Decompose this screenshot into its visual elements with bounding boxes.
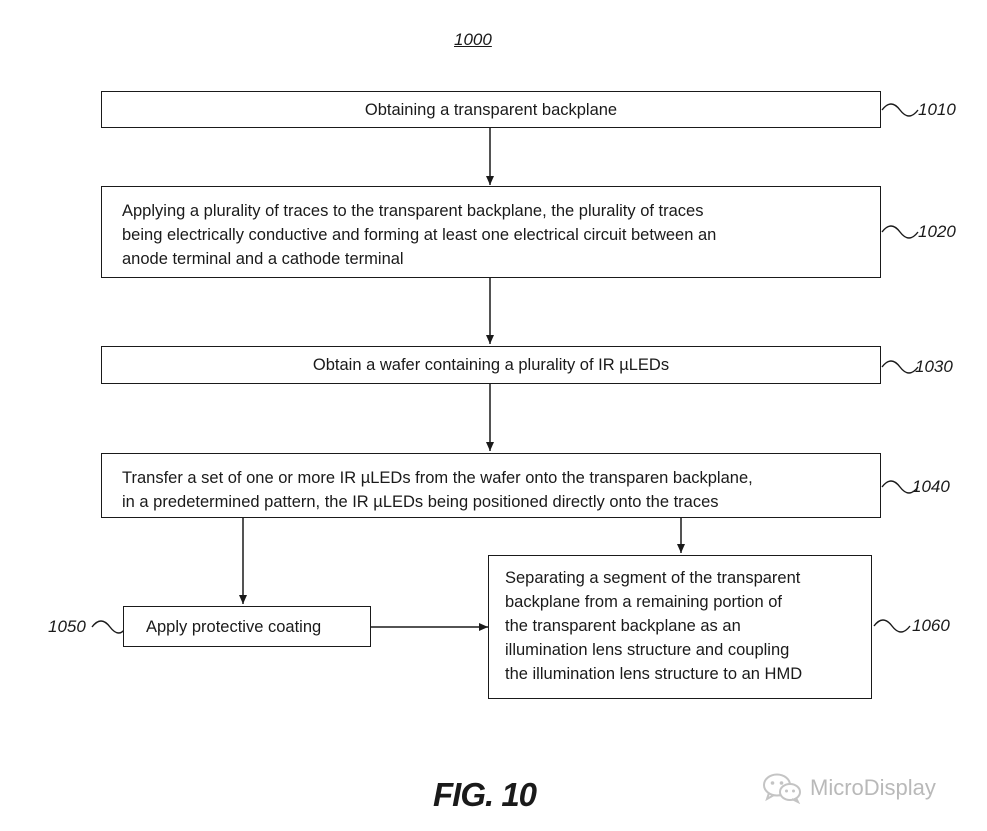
step-1030-text: Obtain a wafer containing a plurality of… xyxy=(312,356,670,374)
ref-leader-1030 xyxy=(881,360,919,374)
step-1020-line-1: Applying a plurality of traces to the tr… xyxy=(122,202,704,220)
step-1060-box: Separating a segment of the transparent … xyxy=(488,555,872,699)
step-1010-box: Obtaining a transparent backplane xyxy=(101,91,881,128)
ref-leader-1010 xyxy=(881,103,919,117)
step-1060-line-1: Separating a segment of the transparent xyxy=(505,569,801,587)
step-1050-box: Apply protective coating xyxy=(123,606,371,647)
ref-1060: 1060 xyxy=(912,616,950,635)
step-1030-box: Obtain a wafer containing a plurality of… xyxy=(101,346,881,384)
ref-leader-1040 xyxy=(881,480,919,494)
watermark-text: MicroDisplay xyxy=(810,775,936,800)
ref-1050: 1050 xyxy=(48,617,86,636)
ref-1040: 1040 xyxy=(912,477,950,496)
step-1040-line-2: in a predetermined pattern, the IR µLEDs… xyxy=(122,493,719,511)
step-1010-text: Obtaining a transparent backplane xyxy=(364,100,618,119)
watermark: MicroDisplay xyxy=(762,772,936,804)
ref-1020: 1020 xyxy=(918,222,956,241)
step-1020-box: Applying a plurality of traces to the tr… xyxy=(101,186,881,278)
wechat-icon xyxy=(763,773,801,804)
step-1050-text: Apply protective coating xyxy=(146,617,322,636)
step-1040-box: Transfer a set of one or more IR µLEDs f… xyxy=(101,453,881,518)
step-1060-line-2: backplane from a remaining portion of xyxy=(505,593,782,611)
step-1040-line-1: Transfer a set of one or more IR µLEDs f… xyxy=(122,469,753,487)
figure-number: 1000 xyxy=(454,30,492,49)
step-1020-line-2: being electrically conductive and formin… xyxy=(122,226,717,244)
figure-caption: FIG. 10 xyxy=(433,776,537,813)
step-1060-line-4: illumination lens structure and coupling xyxy=(505,641,790,659)
ref-leader-1050 xyxy=(91,620,127,634)
ref-1030: 1030 xyxy=(915,357,953,376)
step-1060-line-3: the transparent backplane as an xyxy=(505,617,741,635)
step-1020-line-3: anode terminal and a cathode terminal xyxy=(122,250,404,268)
ref-leader-1020 xyxy=(881,225,919,239)
step-1060-line-5: the illumination lens structure to an HM… xyxy=(505,665,803,683)
ref-leader-1060 xyxy=(873,619,911,633)
ref-1010: 1010 xyxy=(918,100,956,119)
